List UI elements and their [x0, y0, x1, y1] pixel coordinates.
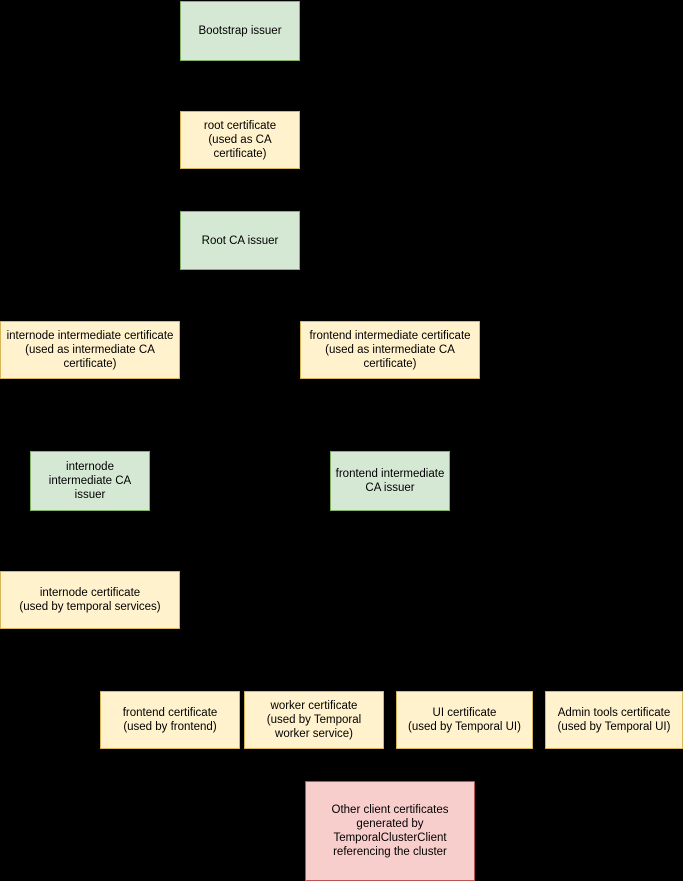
edge-frontend-intermediate-ca-issuer-to-admin-tools-certificate — [390, 511, 391, 601]
node-bootstrap-issuer[interactable]: Bootstrap issuer — [180, 1, 300, 61]
edge-frontend-intermediate-ca-issuer-to-frontend-certificate — [170, 601, 390, 602]
node-label-frontend-intermediate-ca-issuer: frontend intermediate CA issuer — [335, 468, 445, 494]
edge-frontend-intermediate-ca-issuer-to-worker-certificate — [314, 601, 315, 691]
edge-frontend-intermediate-certificate-to-frontend-intermediate-ca-issuer — [390, 379, 391, 451]
node-frontend-certificate[interactable]: frontend certificate (used by frontend) — [100, 691, 240, 749]
node-label-ui-certificate: UI certificate (used by Temporal UI) — [408, 707, 521, 733]
node-label-internode-intermediate-certificate: internode intermediate certificate (used… — [6, 330, 174, 370]
edge-bootstrap-issuer-to-root-certificate — [240, 61, 241, 111]
node-label-frontend-intermediate-certificate: frontend intermediate certificate (used … — [309, 330, 471, 370]
node-label-internode-intermediate-ca-issuer: internode intermediate CA issuer — [48, 461, 132, 501]
edge-root-ca-issuer-to-frontend-intermediate-certificate — [390, 296, 391, 321]
node-label-frontend-certificate: frontend certificate (used by frontend) — [122, 707, 218, 733]
edge-worker-certificate-to-other-client-certificates — [314, 749, 315, 765]
edge-frontend-intermediate-ca-issuer-to-admin-tools-certificate — [390, 601, 614, 602]
node-frontend-intermediate-ca-issuer[interactable]: frontend intermediate CA issuer — [330, 451, 450, 511]
node-admin-tools-certificate[interactable]: Admin tools certificate (used by Tempora… — [545, 691, 683, 749]
node-other-client-certificates[interactable]: Other client certificates generated by T… — [305, 781, 475, 881]
node-label-admin-tools-certificate: Admin tools certificate (used by Tempora… — [557, 707, 671, 733]
edge-root-ca-issuer-to-internode-intermediate-certificate — [90, 296, 91, 321]
edge-frontend-intermediate-ca-issuer-to-ui-certificate — [464, 601, 466, 691]
edge-root-ca-issuer-to-frontend-intermediate-certificate — [240, 270, 241, 296]
edge-worker-certificate-to-other-client-certificates — [390, 765, 391, 781]
node-label-root-certificate: root certificate (used as CA certificate… — [203, 120, 277, 160]
edge-root-certificate-to-root-ca-issuer — [240, 169, 241, 211]
edge-internode-intermediate-certificate-to-internode-intermediate-ca-issuer — [90, 379, 91, 451]
edge-frontend-intermediate-ca-issuer-to-admin-tools-certificate — [614, 601, 615, 691]
node-root-certificate[interactable]: root certificate (used as CA certificate… — [180, 111, 300, 169]
edge-root-ca-issuer-to-internode-intermediate-certificate — [90, 296, 240, 297]
node-label-bootstrap-issuer: Bootstrap issuer — [198, 25, 282, 37]
node-label-other-client-certificates: Other client certificates generated by T… — [331, 804, 449, 858]
node-label-internode-certificate: internode certificate (used by temporal … — [19, 587, 161, 613]
node-label-worker-certificate: worker certificate (used by Temporal wor… — [266, 700, 362, 740]
edge-frontend-intermediate-ca-issuer-to-frontend-certificate — [170, 601, 171, 691]
edge-frontend-intermediate-ca-issuer-to-worker-certificate — [314, 601, 390, 602]
node-label-root-ca-issuer: Root CA issuer — [201, 234, 279, 247]
node-internode-intermediate-ca-issuer[interactable]: internode intermediate CA issuer — [30, 451, 150, 511]
node-internode-intermediate-certificate[interactable]: internode intermediate certificate (used… — [0, 321, 180, 379]
edge-internode-intermediate-ca-issuer-to-internode-certificate — [90, 511, 91, 571]
node-frontend-intermediate-certificate[interactable]: frontend intermediate certificate (used … — [300, 321, 480, 379]
node-root-ca-issuer[interactable]: Root CA issuer — [180, 211, 300, 270]
node-ui-certificate[interactable]: UI certificate (used by Temporal UI) — [396, 691, 533, 749]
edge-root-ca-issuer-to-frontend-intermediate-certificate — [240, 296, 390, 297]
node-internode-certificate[interactable]: internode certificate (used by temporal … — [0, 571, 180, 629]
node-worker-certificate[interactable]: worker certificate (used by Temporal wor… — [244, 691, 384, 749]
edge-worker-certificate-to-other-client-certificates — [314, 765, 390, 766]
